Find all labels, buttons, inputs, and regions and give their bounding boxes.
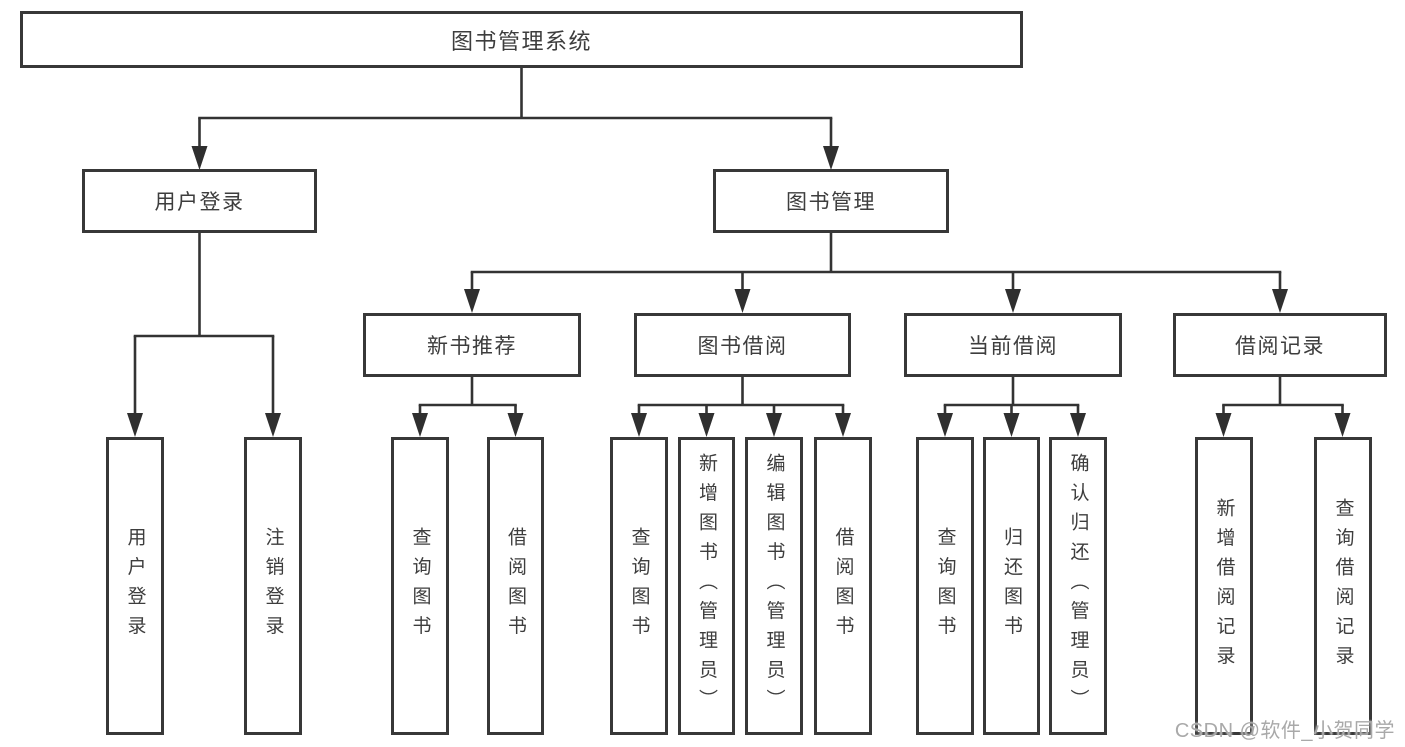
leaf-edit-books-admin: 编辑图书（管理员） — [745, 437, 803, 735]
node-book-management-label: 图书管理 — [786, 191, 876, 214]
csdn-watermark: CSDN @软件_小贺同学 — [1174, 720, 1395, 742]
leaf-add-borrow-record-label: 新增借阅记录 — [1213, 497, 1235, 675]
connector-new-book-recommend-children — [412, 377, 524, 437]
node-current-borrowing: 当前借阅 — [904, 313, 1122, 377]
leaf-user-login-label: 用户登录 — [124, 527, 146, 645]
leaf-borrow-books-borrowing: 借阅图书 — [814, 437, 872, 735]
node-new-book-recommend-label: 新书推荐 — [427, 335, 517, 358]
leaf-confirm-return-admin: 确认归还（管理员） — [1049, 437, 1107, 735]
leaf-user-login: 用户登录 — [106, 437, 164, 735]
leaf-query-borrow-record-label: 查询借阅记录 — [1332, 497, 1354, 675]
node-book-borrowing-label: 图书借阅 — [697, 335, 788, 358]
connector-book-management-children — [464, 233, 1288, 313]
node-book-borrowing: 图书借阅 — [634, 313, 851, 377]
leaf-borrow-books-recommend-label: 借阅图书 — [505, 527, 526, 645]
node-library-management-system-label: 图书管理系统 — [450, 28, 592, 54]
leaf-return-books-label: 归还图书 — [1001, 527, 1022, 645]
node-book-management: 图书管理 — [713, 169, 949, 233]
leaf-query-books-borrowing-label: 查询图书 — [628, 527, 650, 645]
leaf-query-books-current: 查询图书 — [916, 437, 974, 735]
leaf-query-borrow-record: 查询借阅记录 — [1314, 437, 1372, 735]
leaf-logout-label: 注销登录 — [262, 527, 284, 645]
leaf-add-books-admin-label: 新增图书（管理员） — [696, 453, 717, 719]
leaf-add-books-admin: 新增图书（管理员） — [678, 437, 735, 735]
leaf-edit-books-admin-label: 编辑图书（管理员） — [763, 453, 785, 719]
leaf-return-books: 归还图书 — [983, 437, 1040, 735]
leaf-borrow-books-borrowing-label: 借阅图书 — [832, 527, 854, 645]
leaf-query-books-borrowing: 查询图书 — [610, 437, 668, 735]
connector-book-borrowing-children — [631, 377, 851, 437]
node-borrowing-records-label: 借阅记录 — [1235, 335, 1325, 358]
connector-user-login-children — [127, 233, 281, 437]
node-user-login: 用户登录 — [82, 169, 317, 233]
node-new-book-recommend: 新书推荐 — [363, 313, 581, 377]
leaf-borrow-books-recommend: 借阅图书 — [487, 437, 544, 735]
connector-root-to-level2 — [191, 68, 839, 170]
node-library-management-system: 图书管理系统 — [20, 11, 1023, 68]
leaf-query-books-current-label: 查询图书 — [934, 527, 956, 645]
leaf-confirm-return-admin-label: 确认归还（管理员） — [1067, 453, 1089, 719]
node-user-login-label: 用户登录 — [154, 191, 245, 214]
node-current-borrowing-label: 当前借阅 — [968, 335, 1058, 358]
node-borrowing-records: 借阅记录 — [1173, 313, 1387, 377]
leaf-logout: 注销登录 — [244, 437, 302, 735]
connector-current-borrowing-children — [937, 377, 1086, 437]
connector-borrowing-records-children — [1215, 377, 1351, 437]
leaf-query-books-recommend: 查询图书 — [391, 437, 449, 735]
leaf-query-books-recommend-label: 查询图书 — [409, 527, 431, 645]
leaf-add-borrow-record: 新增借阅记录 — [1195, 437, 1253, 735]
